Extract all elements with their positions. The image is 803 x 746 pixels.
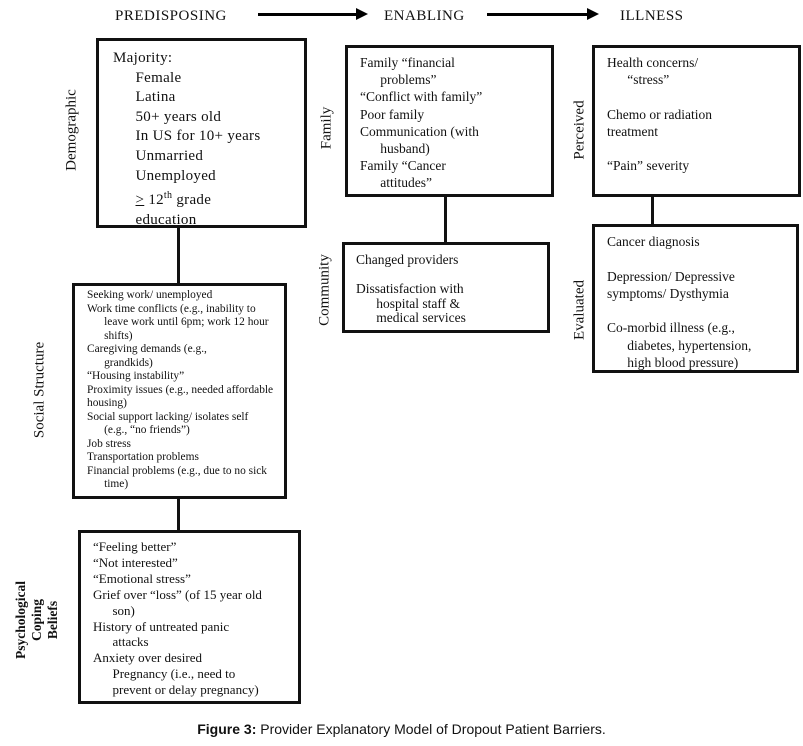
- list-item: Communication (with: [360, 123, 479, 139]
- list-item: “Pain” severity: [607, 158, 690, 174]
- list-item: housing): [87, 397, 127, 409]
- list-item: problems”: [380, 72, 437, 88]
- list-item: > 12th grade: [135, 190, 212, 209]
- figure-caption: Figure 3: Provider Explanatory Model of …: [0, 721, 803, 737]
- list-item: Family “financial: [360, 55, 455, 70]
- list-item: “stress”: [627, 72, 670, 88]
- connector: [444, 196, 447, 243]
- list-item: education: [135, 211, 197, 228]
- list-item: Depression/ Depressive: [607, 268, 735, 284]
- list-item: [607, 140, 798, 157]
- list-item: Transportation problems: [87, 451, 199, 463]
- label-psych: Psychological Coping Beliefs: [13, 581, 61, 659]
- list-item: husband): [380, 141, 430, 157]
- list-item: Seeking work/ unemployed: [87, 289, 213, 301]
- list-item: Caregiving demands (e.g.,: [87, 343, 207, 355]
- header-enabling: ENABLING: [384, 8, 465, 24]
- list-item: leave work until 6pm; work 12 hour: [104, 316, 269, 328]
- list-item: treatment: [607, 123, 658, 139]
- list-item: “Conflict with family”: [360, 89, 483, 105]
- list-item: prevent or delay pregnancy): [112, 682, 259, 698]
- label-evaluated: Evaluated: [571, 280, 588, 340]
- label-family: Family: [318, 106, 335, 150]
- list-item: Female: [135, 69, 182, 86]
- label-community: Community: [316, 254, 333, 326]
- list-item: Dissatisfaction with: [356, 281, 464, 297]
- header-predisposing: PREDISPOSING: [115, 8, 227, 24]
- list-item: History of untreated panic: [93, 618, 230, 634]
- label-demographic: Demographic: [63, 89, 80, 171]
- list-item: Proximity issues (e.g., needed affordabl…: [87, 383, 274, 396]
- list-item: Chemo or radiation: [607, 106, 712, 122]
- list-item: grandkids): [104, 356, 153, 369]
- arrow-right-icon: [487, 8, 599, 20]
- list-item: symptoms/ Dysthymia: [607, 285, 729, 301]
- list-item: medical services: [376, 310, 466, 326]
- list-item: [356, 268, 547, 283]
- list-item: Poor family: [360, 106, 425, 122]
- list-item: Latina: [135, 89, 176, 106]
- list-item: [607, 88, 798, 105]
- list-item: Unemployed: [135, 167, 216, 184]
- perceived-box: Health concerns/ “stress” Chemo or radiat…: [592, 45, 801, 197]
- label-line: Beliefs: [45, 600, 60, 640]
- label-social-structure: Social Structure: [31, 341, 48, 439]
- list-item: Unmarried: [135, 147, 204, 164]
- list-item: “Housing instability”: [87, 370, 185, 382]
- list-item: Job stress: [87, 437, 131, 450]
- list-item: Majority:: [113, 50, 173, 66]
- caption-label: Figure 3:: [197, 721, 257, 737]
- list-item: “Feeling better”: [93, 539, 177, 554]
- connector: [177, 227, 180, 284]
- family-box: Family “financial problems”“Conflict with…: [345, 45, 554, 197]
- list-item: Changed providers: [356, 252, 459, 267]
- list-item: Work time conflicts (e.g., inability to: [87, 302, 256, 315]
- list-item: “Not interested”: [93, 554, 178, 570]
- list-item: high blood pressure): [627, 355, 739, 371]
- label-line: Psychological: [13, 581, 28, 659]
- list-item: hospital staff &: [376, 295, 460, 311]
- list-item: attacks: [112, 634, 149, 650]
- list-item: son): [112, 602, 135, 618]
- list-item: diabetes, hypertension,: [627, 337, 752, 353]
- list-item: “Emotional stress”: [93, 570, 191, 586]
- list-item: attitudes”: [380, 175, 432, 191]
- list-item: Grief over “loss” (of 15 year old: [93, 586, 262, 602]
- header-illness: ILLNESS: [620, 8, 684, 24]
- connector: [177, 498, 180, 531]
- connector: [651, 196, 654, 225]
- list-item: Health concerns/: [607, 55, 699, 70]
- label-line: Coping: [29, 598, 44, 642]
- list-item: Pregnancy (i.e., need to: [112, 666, 236, 682]
- label-perceived: Perceived: [571, 100, 588, 160]
- list-item: Family “Cancer: [360, 158, 446, 174]
- list-item: Anxiety over desired: [93, 650, 203, 666]
- list-item: (e.g., “no friends”): [104, 424, 190, 436]
- list-item: Co-morbid illness (e.g.,: [607, 320, 735, 336]
- list-item: [607, 302, 796, 319]
- caption-text: Provider Explanatory Model of Dropout Pa…: [256, 721, 606, 737]
- list-item: Financial problems (e.g., due to no sick: [87, 464, 267, 477]
- list-item: shifts): [104, 329, 133, 342]
- psych-coping-box: “Feeling better”“Not interested”“Emotion…: [78, 530, 301, 704]
- list-item: [607, 250, 796, 267]
- list-item: 50+ years old: [135, 108, 222, 125]
- list-item: In US for 10+ years: [135, 128, 261, 145]
- list-item: time): [104, 478, 129, 490]
- arrow-right-icon: [258, 8, 368, 20]
- list-item: Cancer diagnosis: [607, 234, 700, 249]
- list-item: Social support lacking/ isolates self: [87, 410, 249, 423]
